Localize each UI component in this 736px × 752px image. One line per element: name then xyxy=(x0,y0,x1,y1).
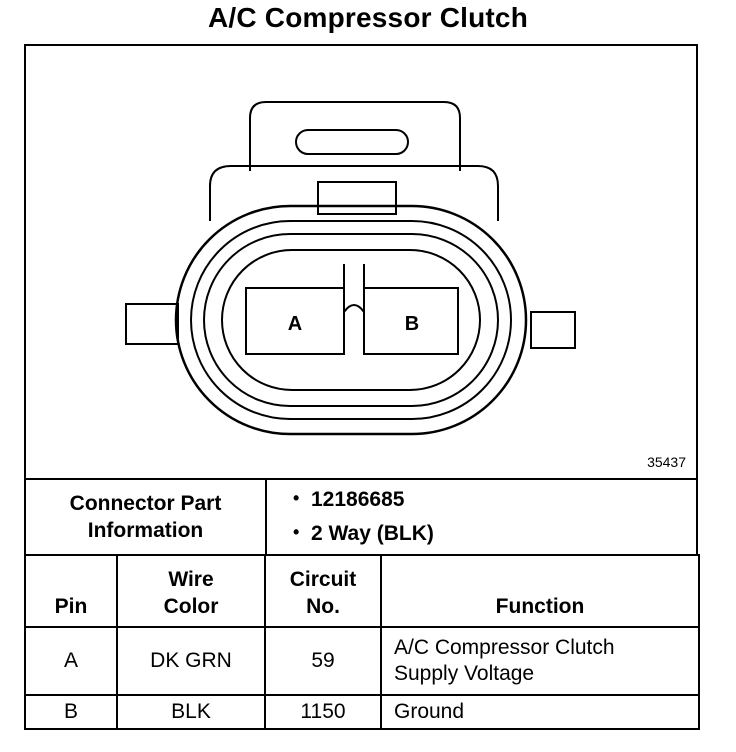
header-wire-color: Wire Color xyxy=(116,554,266,628)
latch-stem xyxy=(317,181,397,215)
table-row: A DK GRN 59 A/C Compressor Clutch Supply… xyxy=(24,626,700,696)
connector-hood xyxy=(209,165,499,221)
connector-label-line1: Connector Part xyxy=(69,492,222,515)
pin-table: Pin Wire Color Circuit No. Function A DK… xyxy=(24,554,700,730)
header-circuit: Circuit No. xyxy=(264,554,382,628)
cell-wire-color: BLK xyxy=(116,694,266,730)
connector-part-info: Connector Part Information 12186685 2 Wa… xyxy=(24,480,698,556)
header-function: Function xyxy=(380,554,700,628)
cell-function: A/C Compressor Clutch Supply Voltage xyxy=(380,626,700,696)
housing-ring-4 xyxy=(221,249,481,391)
connector-diagram: A B 35437 xyxy=(24,44,698,480)
center-key xyxy=(343,304,365,313)
table-header-row: Pin Wire Color Circuit No. Function xyxy=(24,554,700,628)
pin-a-label: A xyxy=(288,313,302,335)
cell-circuit: 1150 xyxy=(264,694,382,730)
latch-slot xyxy=(295,129,409,155)
housing-outer xyxy=(174,204,528,436)
right-ear xyxy=(530,311,576,349)
cell-circuit: 59 xyxy=(264,626,382,696)
connector-part-label: Connector Part Information xyxy=(26,480,267,554)
connector-label-line2: Information xyxy=(87,519,204,542)
cell-pin: B xyxy=(24,694,118,730)
latch-tab xyxy=(249,101,461,171)
connector-drawing: A B xyxy=(125,101,576,436)
connector-part-values: 12186685 2 Way (BLK) xyxy=(267,480,696,554)
figure-number: 35437 xyxy=(647,454,686,470)
part-number: 12186685 xyxy=(293,488,405,512)
housing-ring-3 xyxy=(203,233,499,407)
housing-ring-2 xyxy=(190,220,512,420)
cell-wire-color: DK GRN xyxy=(116,626,266,696)
connector-description: 2 Way (BLK) xyxy=(293,522,434,546)
cell-pin: A xyxy=(24,626,118,696)
page-title: A/C Compressor Clutch xyxy=(207,2,529,33)
cell-function: Ground xyxy=(380,694,700,730)
pin-b-label: B xyxy=(405,313,419,335)
table-row: B BLK 1150 Ground xyxy=(24,694,700,730)
header-pin: Pin xyxy=(24,554,118,628)
left-ear xyxy=(125,303,179,345)
